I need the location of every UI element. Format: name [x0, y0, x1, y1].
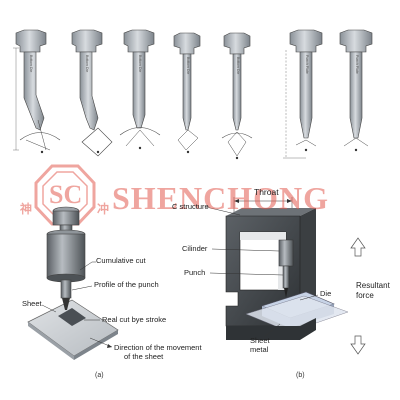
tool-6-label: Punch Plate	[305, 55, 309, 74]
resultant-force-label-line2: force	[356, 291, 374, 300]
direction-label-line2: of the sheet	[124, 352, 164, 361]
watermark-char-right: 冲	[97, 202, 110, 216]
watermark-logo-text: SC	[49, 180, 83, 209]
cumulative-cut-label: Cumulative cut	[96, 256, 146, 265]
cilinder-label: Cilinder	[182, 244, 208, 253]
tool-2-label: Bottom Die	[85, 55, 89, 73]
tool-5-label: Bottom Die	[236, 57, 240, 75]
resultant-force-label-line1: Resultant	[356, 281, 390, 290]
diagram-a-drawing	[27, 206, 119, 360]
watermark-char-left: 神	[20, 202, 33, 216]
tool-7	[339, 29, 373, 152]
tool-1	[13, 29, 61, 154]
throat-label: Throat	[254, 187, 279, 197]
watermark-brand: SHENCHONG	[112, 180, 330, 216]
sheet-metal-label-line2: metal	[250, 345, 269, 354]
tool-1-label: Bottom Die	[29, 55, 33, 73]
tool-4-label: Bottom Die	[186, 57, 190, 75]
tool-4	[173, 32, 201, 154]
c-structure-label: C structure	[172, 202, 209, 211]
tool-3-label: Bottom Die	[138, 55, 142, 73]
sheet-label: Sheet	[22, 299, 42, 308]
direction-label-line1: Direction of the movement	[114, 343, 202, 352]
caption-b: (b)	[296, 372, 305, 379]
profile-label: Profile of the punch	[94, 280, 159, 289]
die-label: Die	[320, 289, 332, 298]
tool-5	[221, 32, 253, 160]
sheet-metal-label-line1: Sheet	[250, 336, 270, 345]
tool-3	[119, 29, 161, 150]
tool-2	[71, 29, 113, 157]
caption-a: (a)	[95, 372, 104, 379]
tool-7-label: Punch Plate	[355, 55, 359, 74]
tool-6	[283, 29, 323, 159]
punch-label: Punch	[184, 268, 206, 277]
diagram-b-drawing	[205, 197, 366, 355]
real-cut-label: Real cut bye stroke	[102, 315, 167, 324]
